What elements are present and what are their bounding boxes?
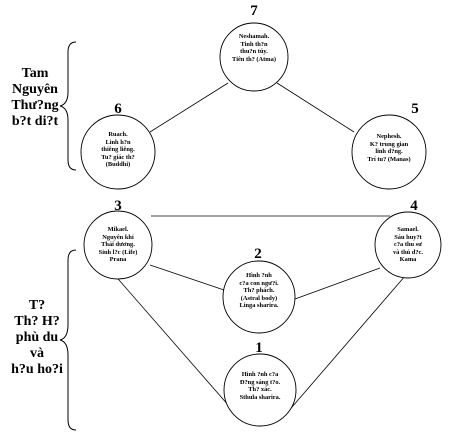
node-3-number: 3 — [114, 198, 122, 214]
node-1-line: Hình ?nh c?a — [241, 371, 279, 378]
node-6-number: 6 — [114, 101, 122, 117]
node-3-line: Nguyên khí — [102, 233, 134, 241]
node-2-line: Linga sharira. — [239, 302, 279, 310]
node-7-circle — [219, 22, 289, 92]
node-3-line: Sinh l?c (Life) — [98, 248, 138, 256]
node-6-label: Ruach. Linh h?n thiêng liêng. Tu? giác t… — [81, 131, 155, 169]
node-2-line: (Astral body) — [240, 294, 278, 302]
node-1-label: Hình ?nh c?a Đ?ng sáng t?o. Th? xác. Sth… — [223, 371, 297, 401]
node-2-line: c?a con ngư?i. — [239, 279, 279, 287]
side-label-top: Tam Nguyên Thư?ng b?t di?t — [0, 66, 70, 130]
node-3-label: Mikael. Nguyên khí Thái dương. Sinh l?c … — [81, 226, 155, 264]
side-label-line: h?u ho?i — [11, 362, 63, 377]
node-7-line: Tinh th?n — [240, 40, 268, 48]
edge-3-1 — [111, 271, 237, 415]
node-5-line: Nephesh. — [376, 133, 402, 140]
node-6-line: Ruach. — [108, 131, 128, 138]
side-label-line: và — [30, 346, 44, 361]
node-7-label: Neshamah. Tinh th?n thu?n túy. Tiên th? … — [217, 33, 291, 63]
node-2-circle — [222, 260, 296, 334]
node-6-line: thiêng liêng. — [101, 146, 135, 154]
node-3-line: Thái dương. — [101, 241, 135, 249]
node-7-number: 7 — [250, 3, 258, 19]
side-label-line: Th? H? — [14, 314, 60, 329]
node-1-line: Sthula sharira. — [239, 393, 281, 401]
node-6-line: (Buddhi) — [105, 161, 131, 169]
node-4-line: Samael. — [397, 226, 419, 233]
node-4-circle — [374, 211, 442, 279]
node-4-line: Kama — [399, 256, 417, 264]
node-4-number: 4 — [410, 198, 418, 214]
node-3-line: Mikael. — [107, 226, 129, 233]
side-label-line: T? — [28, 298, 46, 313]
node-6-line: Linh h?n — [105, 138, 131, 146]
node-3-circle — [83, 210, 153, 280]
side-label-line: b?t di?t — [11, 114, 59, 129]
node-5-line: K? trung gian — [369, 140, 409, 148]
node-5-line: Trí tu? (Manas) — [367, 155, 411, 163]
side-label-line: Nguyên — [12, 82, 58, 97]
edge-3-2 — [149, 264, 225, 291]
node-7-line: Tiên th? (Atma) — [232, 55, 276, 63]
node-2-label: Hình ?nh c?a con ngư?i. Th? phách. (Astr… — [222, 272, 296, 310]
node-1-line: Th? xác. — [248, 386, 272, 394]
node-5-label: Nephesh. K? trung gian linh d?ng. Trí tu… — [352, 133, 426, 163]
node-4-label: Samael. Sáu huy?t c?a thu sư và thú d?c.… — [371, 226, 445, 264]
node-3-line: Prana — [109, 256, 127, 264]
node-2-line: Hình ?nh — [246, 272, 272, 279]
node-1-line: Đ?ng sáng t?o. — [239, 378, 281, 386]
node-5-line: linh d?ng. — [375, 148, 403, 156]
edge-4-2 — [294, 267, 381, 300]
node-1-number: 1 — [255, 340, 263, 356]
edge-7-6 — [149, 82, 229, 133]
side-label-bottom: T? Th? H? phù du và h?u ho?i — [2, 298, 72, 378]
node-7-line: Neshamah. — [238, 33, 270, 40]
side-label-line: Thư?ng — [11, 98, 59, 113]
node-6-line: Tu? giác th? — [101, 153, 135, 161]
node-6-circle — [80, 114, 156, 190]
node-4-line: c?a thu sư — [394, 241, 422, 249]
edge-7-5 — [276, 82, 355, 133]
side-label-line: phù du — [15, 330, 59, 345]
node-2-number: 2 — [254, 246, 262, 262]
node-5-circle — [351, 114, 427, 190]
node-2-line: Th? phách. — [243, 287, 275, 295]
node-4-line: và thú d?c. — [392, 248, 423, 256]
brace-bottom — [59, 249, 77, 431]
node-1-circle — [223, 353, 297, 427]
node-7-line: thu?n túy. — [240, 48, 268, 56]
node-4-line: Sáu huy?t — [394, 233, 422, 241]
brace-top — [59, 41, 77, 171]
edge-4-1 — [285, 267, 413, 415]
node-5-number: 5 — [411, 101, 419, 117]
side-label-line: Tam — [21, 66, 49, 81]
